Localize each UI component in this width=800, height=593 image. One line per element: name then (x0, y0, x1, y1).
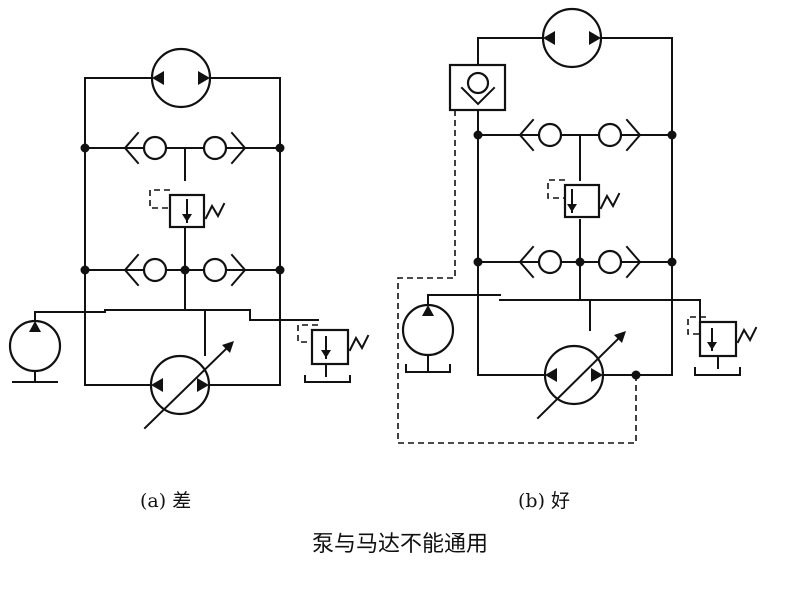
b-pressure-relief-valve-right (687, 316, 758, 376)
b-variable-pump-symbol (536, 331, 626, 420)
a-charge-pump-symbol (8, 319, 62, 383)
b-check-valve-upper-right (597, 118, 642, 152)
b-check-valve-lower-right (597, 245, 642, 279)
b-check-valve-block (448, 63, 507, 112)
b-junction-nodes (473, 130, 677, 380)
a-check-valve-lower-left (123, 253, 168, 287)
b-check-valve-lower-left (518, 245, 563, 279)
b-check-valve-upper-left (518, 118, 563, 152)
a-motor-symbol (150, 47, 212, 109)
circuit-a (8, 47, 370, 430)
a-junction-nodes (80, 143, 285, 275)
b-motor-symbol (541, 7, 603, 69)
a-relief-valve (149, 189, 226, 229)
subfigure-label-a: (a) 差 (140, 490, 192, 512)
figure-caption: 泵与马达不能通用 (311, 532, 488, 557)
circuit-b (397, 7, 758, 444)
a-check-valve-upper-left (123, 131, 168, 165)
a-check-valve-lower-right (202, 253, 247, 287)
a-variable-pump-symbol (143, 341, 234, 430)
subfigure-label-b: (b) 好 (518, 490, 571, 512)
b-pilot-line (397, 110, 637, 444)
b-charge-pump-symbol (401, 303, 455, 373)
a-pressure-relief-valve-right (297, 324, 370, 383)
a-main-wires (34, 77, 319, 386)
a-check-valve-upper-right (202, 131, 247, 165)
b-relief-valve (547, 179, 621, 219)
